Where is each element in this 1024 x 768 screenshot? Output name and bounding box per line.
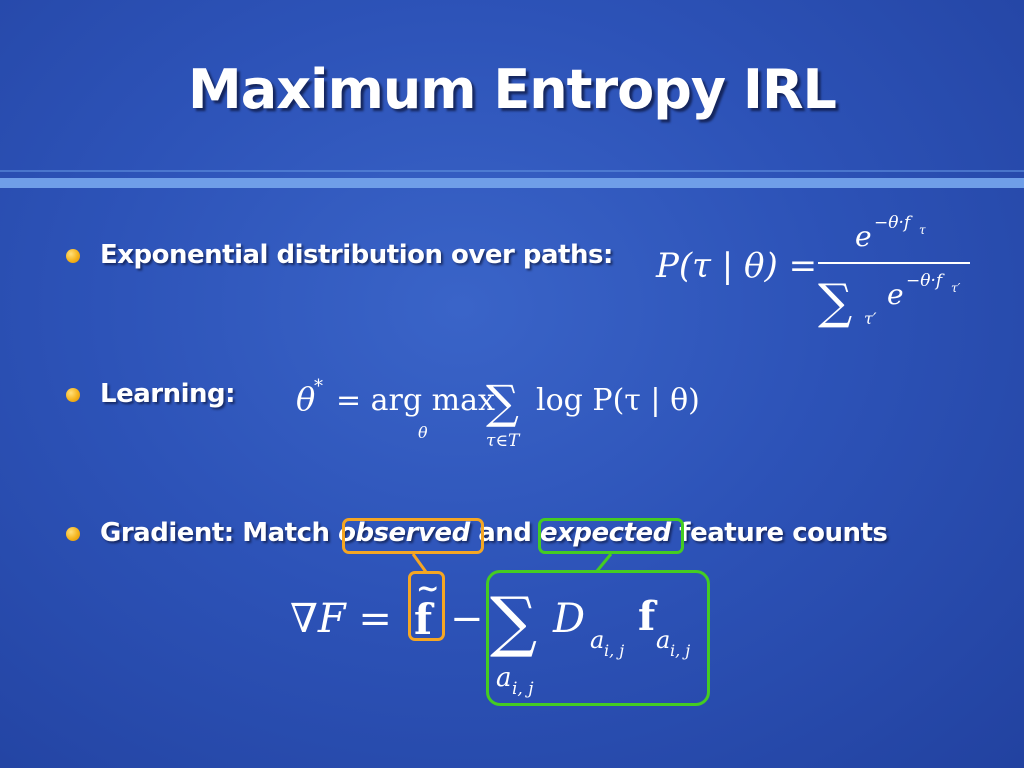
eq1-den-sum-sub: τ′ [864,309,877,328]
gradient-label-start: Gradient: Match [100,518,339,548]
eq1-fraction-bar [818,262,970,264]
observed-highlight-box [342,518,484,554]
eq3-sum-sub: a [496,663,512,693]
expected-connector [595,553,613,572]
eq1-den-sub: τ′ [951,281,961,295]
bullet-icon [66,527,80,541]
bullet-exponential-distribution: Exponential distribution over paths: [100,240,613,270]
eq2-theta: θ [296,380,315,418]
eq2-star: * [314,376,323,397]
eq1-den-exp: −θ·f [906,271,945,291]
eq2-sum: ∑ [486,375,519,429]
eq2-argmax: = arg max [336,383,495,418]
eq3-f: f [638,593,658,640]
eq2-max-sub: θ [418,423,428,442]
eq3-f-sub: a [656,626,670,654]
bullet-icon [66,249,80,263]
observed-connector [411,553,428,573]
gradient-label-mid: and [469,518,540,548]
title-divider [0,178,1024,188]
expected-word: expected [539,518,671,548]
bullet-gradient: Gradient: Match observed and expected fe… [100,518,888,548]
equation-path-distribution: P(τ | θ) = e −θ·f τ ∑ τ′ e −θ·f τ′ [655,213,970,330]
eq1-num-sub: τ [919,223,926,237]
eq3-D: D [552,596,585,642]
expected-highlight-box [538,518,684,554]
equation-learning: θ * = arg max θ ∑ τ∈T log P(τ | θ) [296,375,700,451]
eq3-sum-sub-idx: i, j [512,679,534,699]
eq1-lhs: P(τ | θ) = [655,246,817,286]
bullet-icon [66,388,80,402]
gradient-label-end: feature counts [670,518,888,548]
eq1-num-exp: −θ·f [874,213,913,233]
eq3-sum: ∑ [490,583,537,660]
eq3-D-sub-idx: i, j [604,641,624,660]
eq2-rhs: log P(τ | θ) [536,383,700,418]
title-divider-thin [0,170,1024,172]
bullet-learning: Learning: [100,379,236,409]
eq1-num-base: e [855,220,872,253]
eq3-f-sub-idx: i, j [670,641,690,660]
slide-title: Maximum Entropy IRL [188,58,837,121]
observed-word: observed [338,518,470,548]
eq3-tilde: ~ [416,572,439,605]
eq3-minus: − [450,596,484,642]
eq1-den-sum: ∑ [818,274,852,330]
eq3-lhs: ∇F = [290,596,392,642]
eq1-den-base: e [887,278,904,311]
eq3-f-tilde: f [414,595,435,644]
expected-sum-highlight-box [486,570,710,706]
equation-gradient: ∇F = f ~ − ∑ a i, j D a i, j f a i, j [290,572,690,699]
eq3-D-sub: a [590,626,604,654]
eq2-sum-sub: τ∈T [486,431,521,451]
f-tilde-highlight-box [408,571,445,641]
